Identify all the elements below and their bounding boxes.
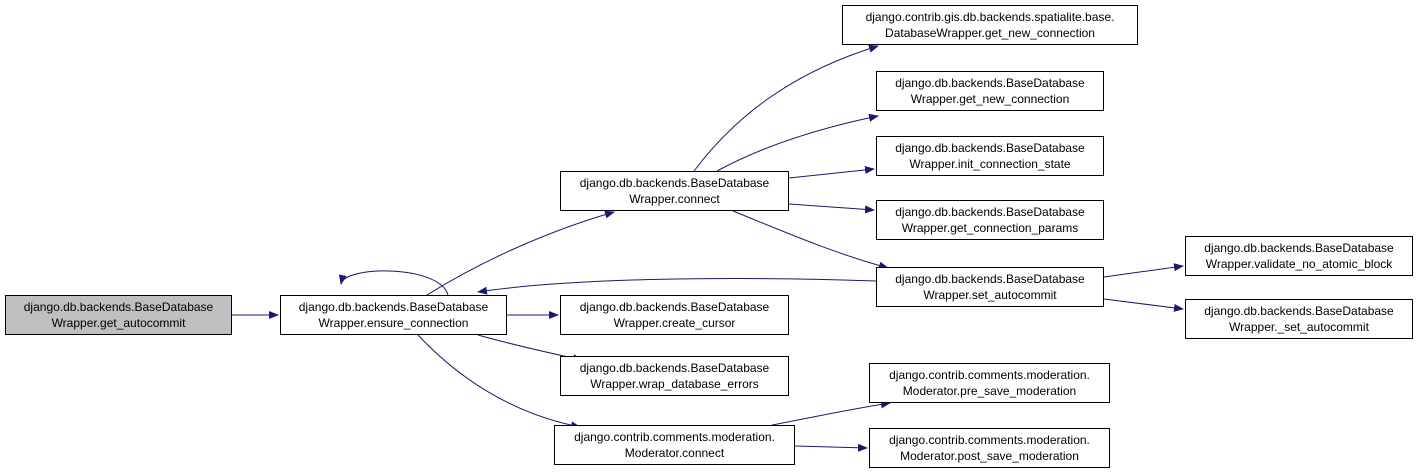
node-create-cursor[interactable]: django.db.backends.BaseDatabase Wrapper.… [560, 295, 789, 335]
edge-set-autocommit-to-ensure-connection [477, 278, 877, 295]
node-validate-no-atomic-block[interactable]: django.db.backends.BaseDatabase Wrapper.… [1185, 236, 1413, 276]
node-get-new-connection[interactable]: django.db.backends.BaseDatabase Wrapper.… [876, 71, 1104, 111]
node-line-2: Wrapper._set_autocommit [1229, 320, 1369, 334]
edge-moderator-connect-to-post-save-moderation [794, 443, 868, 452]
node-set-autocommit-private[interactable]: django.db.backends.BaseDatabase Wrapper.… [1185, 299, 1413, 339]
edge-ensure-connection-to-connect [426, 210, 615, 296]
edge-set-autocommit-to--set-autocommit [1103, 298, 1184, 312]
node-line-1: django.db.backends.BaseDatabase [579, 361, 770, 375]
node-connect[interactable]: django.db.backends.BaseDatabase Wrapper.… [560, 171, 789, 211]
node-spatialite-get-new-connection[interactable]: django.contrib.gis.db.backends.spatialit… [842, 5, 1138, 45]
node-line-2: Wrapper.validate_no_atomic_block [1205, 257, 1393, 271]
node-line-2: Wrapper.connect [629, 192, 720, 206]
edge-connect-to-spatialite-get-new-connection [693, 44, 879, 172]
node-wrap-database-errors[interactable]: django.db.backends.BaseDatabase Wrapper.… [560, 356, 789, 396]
node-line-2: Moderator.post_save_moderation [900, 449, 1079, 463]
node-line-1: django.db.backends.BaseDatabase [579, 176, 770, 190]
node-set-autocommit[interactable]: django.db.backends.BaseDatabase Wrapper.… [876, 267, 1104, 307]
node-line-1: django.db.backends.BaseDatabase [23, 300, 214, 314]
node-line-1: django.db.backends.BaseDatabase [1204, 241, 1394, 255]
node-moderator-connect[interactable]: django.contrib.comments.moderation. Mode… [554, 425, 795, 465]
node-line-2: Wrapper.get_new_connection [910, 92, 1070, 106]
node-line-1: django.db.backends.BaseDatabase [298, 300, 489, 314]
node-line-2: Wrapper.init_connection_state [909, 157, 1071, 171]
node-line-1: django.db.backends.BaseDatabase [579, 300, 770, 314]
node-get-connection-params[interactable]: django.db.backends.BaseDatabase Wrapper.… [876, 200, 1104, 240]
node-post-save-moderation[interactable]: django.contrib.comments.moderation. Mode… [869, 428, 1110, 468]
node-init-connection-state[interactable]: django.db.backends.BaseDatabase Wrapper.… [876, 136, 1104, 176]
edge-moderator-connect-to-pre-save-moderation [771, 400, 891, 426]
node-line-1: django.contrib.comments.moderation. [574, 430, 775, 444]
node-line-2: Wrapper.ensure_connection [318, 316, 469, 330]
edge-connect-to-get-connection-params [788, 203, 875, 214]
node-line-2: Wrapper.wrap_database_errors [590, 377, 759, 391]
node-line-1: django.contrib.comments.moderation. [889, 433, 1090, 447]
node-pre-save-moderation[interactable]: django.contrib.comments.moderation. Mode… [869, 363, 1110, 403]
node-line-2: DatabaseWrapper.get_new_connection [885, 26, 1095, 40]
edge-ensure-connection-to-moderator-connect [417, 334, 581, 430]
node-line-1: django.db.backends.BaseDatabase [895, 76, 1085, 90]
node-line-1: django.db.backends.BaseDatabase [895, 141, 1085, 155]
node-line-1: django.db.backends.BaseDatabase [895, 205, 1085, 219]
edge-connect-to-get-new-connection [716, 113, 879, 172]
edge-set-autocommit-to-validate-no-atomic-block [1103, 263, 1184, 278]
node-line-1: django.db.backends.BaseDatabase [1204, 304, 1394, 318]
node-line-2: Wrapper.create_cursor [613, 316, 736, 330]
node-line-2: Wrapper.get_connection_params [901, 221, 1079, 235]
node-line-1: django.contrib.gis.db.backends.spatialit… [865, 10, 1115, 24]
node-get-autocommit[interactable]: django.db.backends.BaseDatabase Wrapper.… [5, 295, 232, 335]
node-line-2: Wrapper.get_autocommit [51, 316, 186, 330]
node-ensure-connection[interactable]: django.db.backends.BaseDatabase Wrapper.… [280, 295, 507, 335]
node-line-1: django.contrib.comments.moderation. [889, 368, 1090, 382]
edge-connect-to-init-connection-state [788, 165, 875, 179]
node-line-2: Moderator.connect [624, 446, 725, 460]
edge-connect-to-set-autocommit [732, 210, 889, 270]
node-line-2: Wrapper.set_autocommit [923, 288, 1057, 302]
node-line-1: django.db.backends.BaseDatabase [895, 272, 1085, 286]
node-line-2: Moderator.pre_save_moderation [902, 384, 1077, 398]
